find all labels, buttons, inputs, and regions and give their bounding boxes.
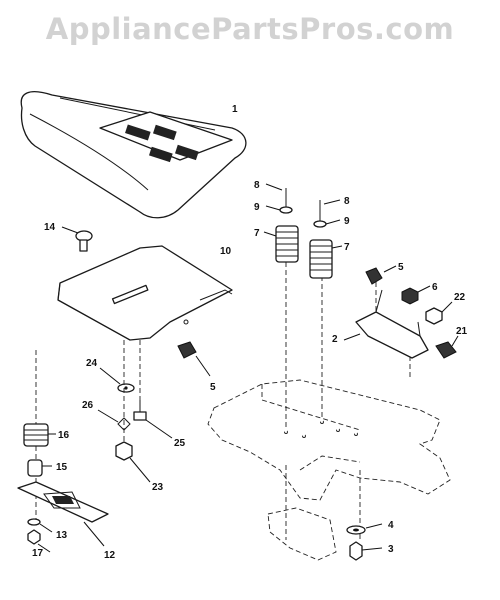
washer-24-part [99,367,135,393]
washer-13-part [27,518,53,533]
hinge-bolt-left-part [177,341,211,377]
washer-9-left-part [265,205,293,214]
hinge-bolt-right-part [365,265,397,285]
nut-6-part [401,285,431,305]
nut-23-part [115,441,151,483]
callout-6: 6 [432,282,438,293]
clip-26-part [97,409,131,431]
callout-2: 2 [332,334,338,345]
callout-23: 23 [152,482,164,493]
seat-part [20,91,247,219]
callout-8-left: 8 [254,180,260,191]
slide-rail-12-part [17,481,109,547]
knob-part [61,226,93,252]
callout-9-left: 9 [254,202,260,213]
callout-17: 17 [32,548,44,559]
callout-5-right: 5 [398,262,404,273]
callout-4: 4 [388,520,394,531]
washer-9-right-part [313,219,341,228]
callout-3: 3 [388,544,394,555]
callout-25: 25 [174,438,186,449]
bolt-3-part [349,541,383,561]
bushing-15-part [27,459,52,477]
bracket-2-part [343,289,429,359]
callout-26: 26 [82,400,94,411]
callout-7-right: 7 [344,242,350,253]
pin-8-right-part [319,199,341,222]
callout-12: 12 [104,550,116,561]
nut-22-part [425,301,453,325]
spring-16-part [23,423,56,447]
callout-16: 16 [58,430,70,441]
callout-1: 1 [232,104,238,115]
nut-17-part [27,529,51,553]
watermark-text: AppliancePartsPros.com [45,12,455,46]
frame-outline [207,379,451,561]
callout-8-right: 8 [344,196,350,207]
callout-labels: 1 2 3 4 5 5 6 7 7 8 8 9 9 10 12 13 14 15… [32,104,468,561]
callout-22: 22 [454,292,466,303]
callout-15: 15 [56,462,68,473]
bolt-25-part [133,400,173,439]
callout-7-left: 7 [254,228,260,239]
callout-21: 21 [456,326,468,337]
callout-13: 13 [56,530,68,541]
spring-7-left-part [263,225,299,263]
callout-5-left: 5 [210,382,216,393]
washer-4-part [346,523,383,535]
spring-7-right-part [309,239,343,279]
bolt-21-part [435,335,459,359]
callout-10: 10 [220,246,232,257]
callout-9-right: 9 [344,216,350,227]
pin-8-left-part [265,183,287,208]
seat-pan-part [57,245,233,341]
callout-24: 24 [86,358,98,369]
callout-14: 14 [44,222,56,233]
